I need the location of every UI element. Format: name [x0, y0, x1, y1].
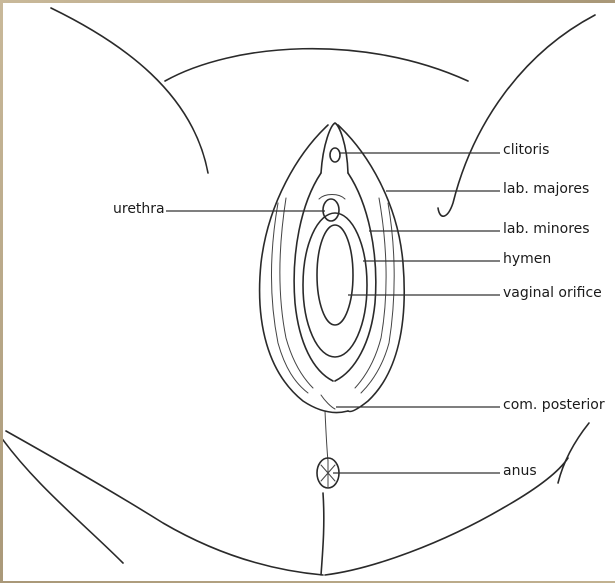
- left-lower-buttock: [6, 431, 323, 575]
- anus-folds: [321, 460, 335, 488]
- label-anus: anus: [503, 463, 537, 479]
- lab-majores-hatch-left: [272, 203, 308, 393]
- label-hymen: hymen: [503, 251, 551, 267]
- hymen-ring: [303, 213, 367, 357]
- label-lab-majores: lab. majores: [503, 181, 589, 197]
- label-clitoris: clitoris: [503, 142, 549, 158]
- label-com-posterior: com. posterior: [503, 397, 605, 413]
- clitoris-shape: [330, 148, 340, 162]
- left-thigh-contour: [51, 8, 208, 173]
- upper-abdomen-contour: [165, 49, 468, 81]
- vaginal-orifice-shape: [317, 225, 353, 325]
- label-urethra: urethra: [113, 201, 165, 217]
- labia-minores-left: [294, 173, 333, 381]
- lab-majores-hatch-left-2: [280, 198, 313, 388]
- diagram-panel: clitoris urethra lab. majores lab. minor…: [3, 3, 615, 581]
- labia-minores-right: [335, 173, 376, 381]
- perineal-line: [325, 411, 328, 461]
- urethra-shape: [323, 199, 339, 221]
- gluteal-cleft: [321, 493, 324, 575]
- label-lab-minores: lab. minores: [503, 221, 590, 237]
- left-inner-thigh: [3, 433, 123, 563]
- lab-majores-hatch-right-2: [355, 198, 386, 388]
- posterior-commissure: [321, 395, 335, 409]
- right-buttock-edge: [558, 423, 589, 483]
- label-vaginal-orifice: vaginal orifice: [503, 285, 602, 301]
